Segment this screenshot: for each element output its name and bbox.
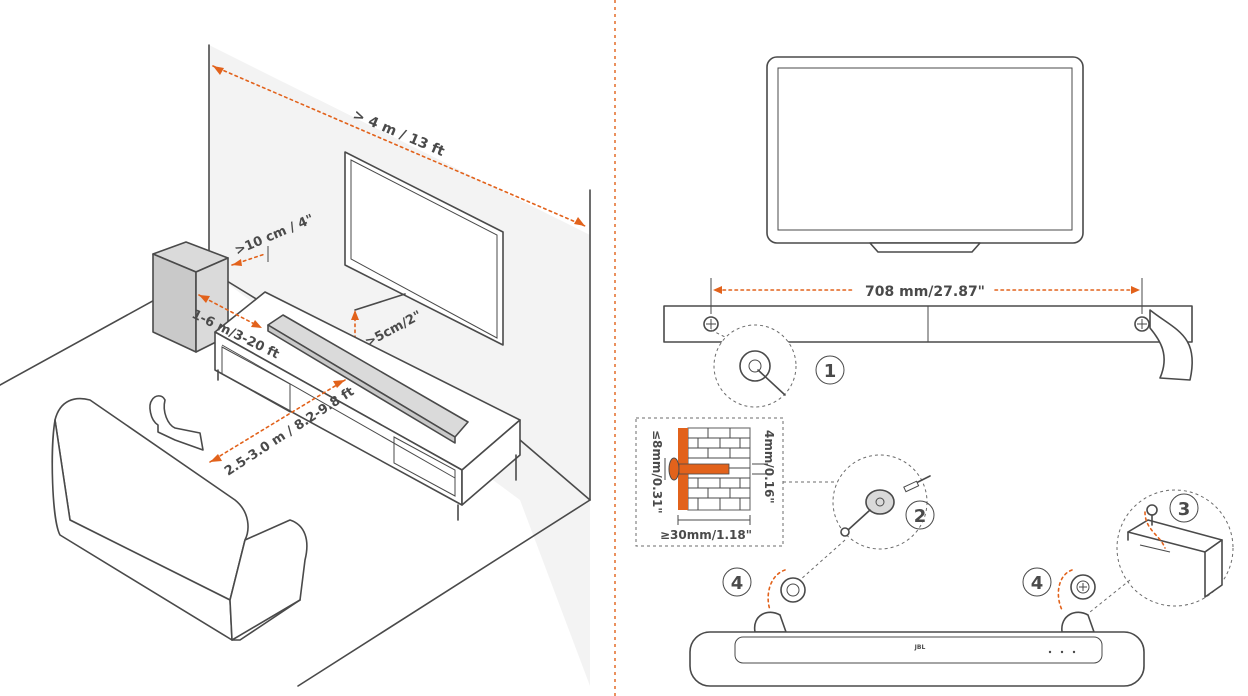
screw-diameter-label: 4mm/0.16" xyxy=(762,430,776,504)
front-tv xyxy=(766,56,1084,253)
stand-soundbar xyxy=(267,314,469,444)
soundbar-logo: JBL xyxy=(914,644,926,651)
wall-mount-panel: 708 mm/27.87" 1 xyxy=(635,56,1234,687)
subwoofer xyxy=(152,241,229,353)
step-4-left: 4 xyxy=(722,567,806,611)
step-1-detail: 1 xyxy=(710,324,845,408)
step-4-right: 4 xyxy=(1022,567,1096,611)
step-2-number: 2 xyxy=(914,506,927,527)
step-1-number: 1 xyxy=(824,361,837,382)
step-3-number: 3 xyxy=(1178,499,1191,520)
step-2-detail: 2 xyxy=(799,454,935,581)
sofa xyxy=(51,395,308,641)
step-3-detail: 3 xyxy=(1089,489,1234,613)
bracket-spacing-label: 708 mm/27.87" xyxy=(865,284,985,300)
step-4-right-number: 4 xyxy=(1031,573,1044,594)
screw-head-label: ≤8mm/0.31" xyxy=(650,430,664,514)
wall-tv xyxy=(344,151,504,346)
step-4-left-number: 4 xyxy=(731,573,744,594)
room-placement-panel: > 4 m / 13 ft >5cm/2" >10 cm / 4" xyxy=(0,44,591,687)
screw-length-label: ≥30mm/1.18" xyxy=(660,528,752,542)
wall-section-detail: ≤8mm/0.31" 4mm/0.16" ≥30mm/1.18" xyxy=(635,417,784,547)
bracket-spacing-dimension: 708 mm/27.87" xyxy=(710,278,1143,314)
mounted-soundbar: JBL xyxy=(689,611,1145,687)
